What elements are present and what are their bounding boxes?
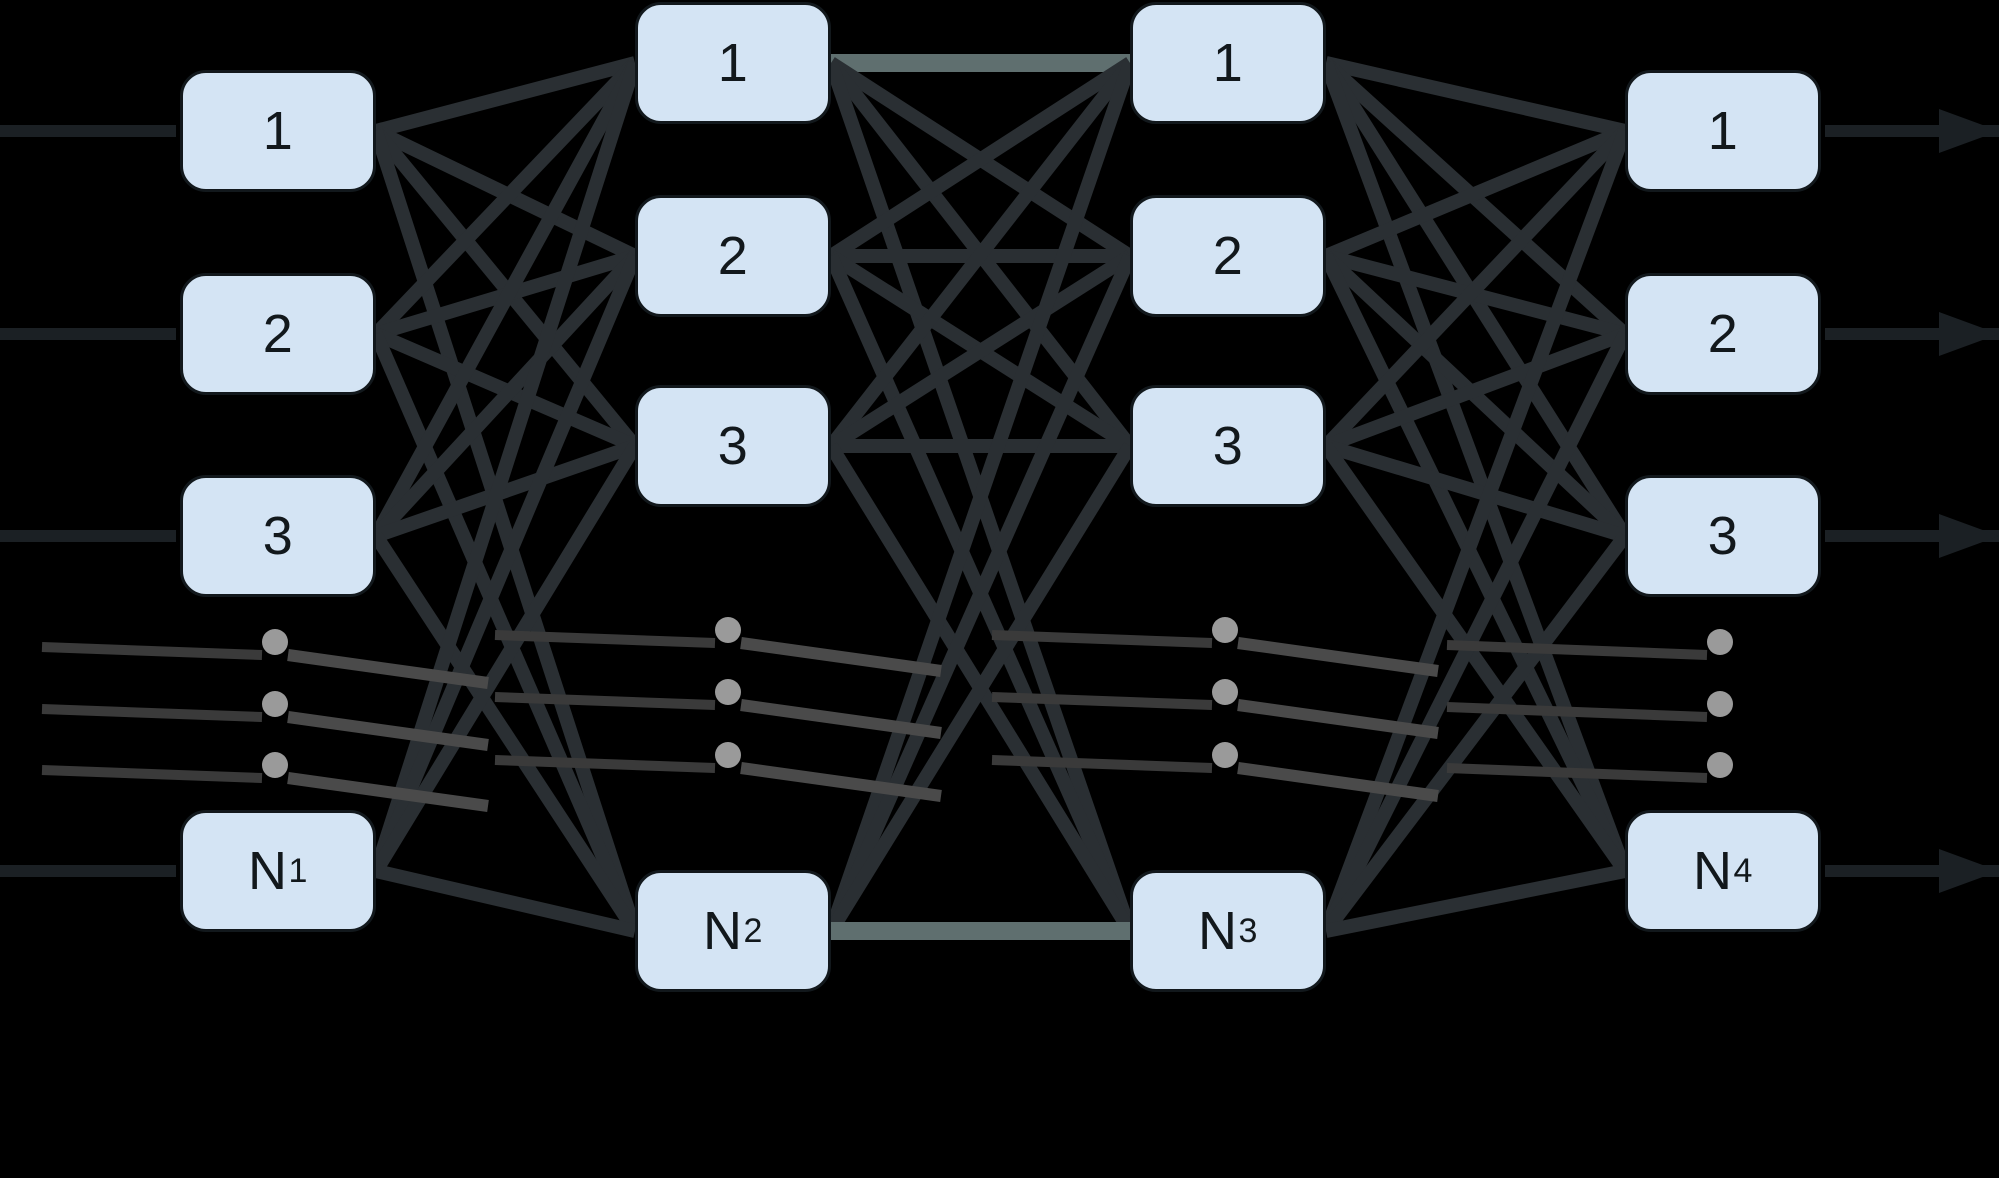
edge <box>1319 60 1632 874</box>
node-label: 3 <box>717 416 749 476</box>
ellipsis-dot-layer-2-2 <box>715 742 741 768</box>
node-label: N <box>703 901 743 961</box>
edge <box>1324 56 1627 138</box>
ellipsis-dot-layer-1-1 <box>262 691 288 717</box>
node-layer-2-2[interactable]: 2 <box>635 195 831 317</box>
node-label: 3 <box>1212 416 1244 476</box>
ellipsis-edge-stub <box>1237 762 1439 802</box>
node-label: 3 <box>262 506 294 566</box>
edge <box>373 439 638 543</box>
edge <box>825 58 1136 451</box>
node-layer-2-1[interactable]: 1 <box>635 2 831 124</box>
ellipsis-dot-layer-4-0 <box>1707 629 1733 655</box>
node-label: 1 <box>717 33 749 93</box>
output-arrowhead <box>1939 849 1999 893</box>
edge <box>374 56 637 138</box>
edge <box>1320 126 1631 451</box>
ellipsis-dot-layer-2-1 <box>715 679 741 705</box>
edge <box>1319 128 1632 934</box>
ellipsis-edge-stub <box>991 755 1213 773</box>
node-label-subscript: 2 <box>743 912 763 950</box>
ellipsis-edge-stub <box>991 630 1213 648</box>
ellipsis-edge-stub <box>494 692 716 710</box>
ellipsis-edge-stub <box>1446 763 1708 783</box>
edge <box>369 59 642 540</box>
ellipsis-edge-stub <box>740 762 942 802</box>
ellipsis-dot-layer-4-1 <box>1707 691 1733 717</box>
ellipsis-dot-layer-3-1 <box>1212 679 1238 705</box>
node-label: 2 <box>262 304 294 364</box>
node-layer-3-3[interactable]: 3 <box>1130 385 1326 507</box>
node-layer-4-2[interactable]: 2 <box>1625 273 1821 395</box>
node-label-subscript: 4 <box>1733 852 1753 890</box>
node-label-subscript: 3 <box>1238 912 1258 950</box>
edge <box>1324 864 1627 938</box>
node-layer-1-2[interactable]: 2 <box>180 273 376 395</box>
edge <box>825 442 1136 935</box>
node-label: 1 <box>262 101 294 161</box>
node-label: 1 <box>1212 33 1244 93</box>
edge <box>370 58 641 339</box>
edge <box>374 864 637 938</box>
edge <box>369 253 642 874</box>
ellipsis-edge-stub <box>41 704 263 722</box>
node-layer-4-1[interactable]: 1 <box>1625 70 1821 192</box>
ellipsis-edge-stub <box>287 772 489 812</box>
edge <box>370 251 641 541</box>
edge <box>369 128 642 934</box>
node-label-subscript: 1 <box>288 852 308 890</box>
ellipsis-edge-stub <box>1446 640 1708 660</box>
node-layer-4-3[interactable]: 3 <box>1625 475 1821 597</box>
ellipsis-edge-stub <box>287 649 489 689</box>
ellipsis-edge-stub <box>740 637 942 677</box>
ellipsis-edge-stub <box>287 711 489 751</box>
ellipsis-dot-layer-2-0 <box>715 617 741 643</box>
edge <box>827 250 1134 452</box>
output-arrowhead <box>1939 109 1999 153</box>
node-label: 1 <box>1707 101 1739 161</box>
ellipsis-dot-layer-4-2 <box>1707 752 1733 778</box>
ellipsis-dot-layer-1-0 <box>262 629 288 655</box>
node-layer-3-2[interactable]: 2 <box>1130 195 1326 317</box>
ellipsis-edge-stub <box>494 755 716 773</box>
node-label: 2 <box>717 226 749 286</box>
edge <box>1323 439 1628 543</box>
output-arrowhead <box>1939 312 1999 356</box>
node-layer-2-3[interactable]: 3 <box>635 385 831 507</box>
edge <box>824 253 1137 934</box>
edge <box>1320 441 1631 876</box>
ellipsis-edge-stub <box>991 692 1213 710</box>
edge <box>1323 124 1628 263</box>
node-label: N <box>1198 901 1238 961</box>
node-label: 2 <box>1707 304 1739 364</box>
ellipsis-dot-layer-3-0 <box>1212 617 1238 643</box>
ellipsis-edge-stub <box>1237 637 1439 677</box>
output-arrowhead <box>1939 514 1999 558</box>
ellipsis-edge-stub <box>41 765 263 783</box>
ellipsis-edge-stub <box>1237 699 1439 739</box>
edge <box>1319 330 1632 935</box>
node-layer-1-1[interactable]: 1 <box>180 70 376 192</box>
ellipsis-edge-stub <box>41 642 263 660</box>
node-layer-1-3[interactable]: 3 <box>180 475 376 597</box>
node-label: N <box>248 841 288 901</box>
edge <box>370 532 641 935</box>
ellipsis-edge-stub <box>1446 702 1708 722</box>
node-label: 3 <box>1707 506 1739 566</box>
ellipsis-dot-layer-1-2 <box>262 752 288 778</box>
ellipsis-edge-stub <box>740 699 942 739</box>
edge <box>827 57 1134 262</box>
node-label: N <box>1693 841 1733 901</box>
edge <box>1320 531 1631 936</box>
node-layer-3-1[interactable]: 1 <box>1130 2 1326 124</box>
edge <box>1323 327 1628 453</box>
node-label: 2 <box>1212 226 1244 286</box>
ellipsis-edge-stub <box>494 630 716 648</box>
ellipsis-dot-layer-3-2 <box>1212 742 1238 768</box>
